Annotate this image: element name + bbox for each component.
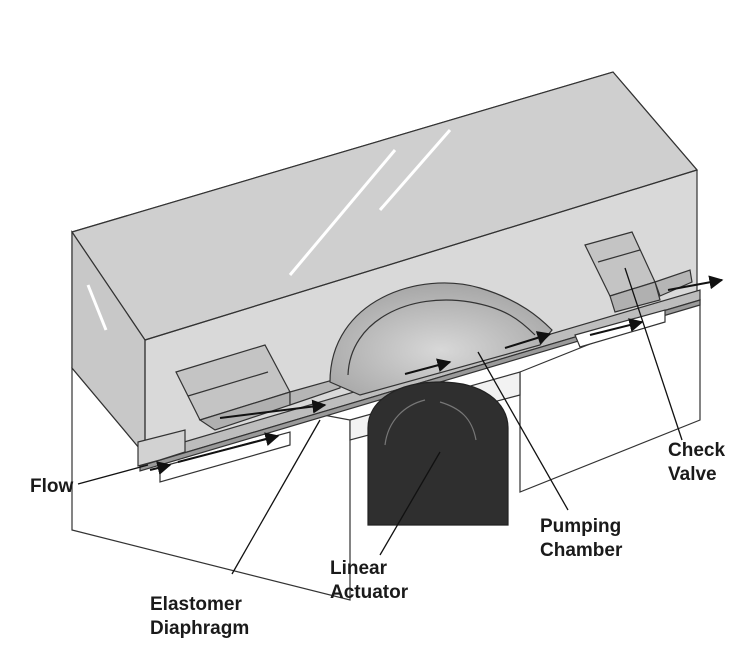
- right-valve-pocket: [584, 231, 693, 313]
- label-check-line2: Valve: [668, 464, 717, 485]
- leader-check: [624, 267, 683, 441]
- label-actuator-line2: Actuator: [330, 582, 409, 603]
- label-check-line1: Check: [668, 440, 725, 461]
- leader-flow: [77, 464, 149, 485]
- leader-actuator: [379, 451, 441, 556]
- leader-lines: [77, 267, 683, 575]
- flow-arrow: [177, 432, 280, 463]
- glare-line: [288, 149, 397, 276]
- flow-arrow: [219, 399, 327, 419]
- leader-elastomer: [231, 419, 321, 575]
- left-valve-pocket: [175, 344, 341, 431]
- label-flow: Flow: [30, 476, 73, 497]
- label-pumping-line2: Chamber: [540, 540, 623, 561]
- glare-line: [86, 284, 108, 331]
- pumping-chamber-dome: [329, 282, 553, 396]
- flow-arrow: [589, 318, 644, 336]
- label-pumping-line1: Pumping: [540, 516, 621, 537]
- housing-edge: [144, 169, 698, 341]
- flow-arrow: [149, 461, 172, 475]
- leader-pumping: [477, 351, 569, 511]
- flow-arrow: [504, 331, 552, 349]
- glare-line: [378, 129, 452, 211]
- flow-arrows: [149, 275, 724, 475]
- outlet-arrow: [667, 275, 724, 291]
- label-actuator-line1: Linear: [330, 558, 388, 579]
- label-elastomer-line1: Elastomer: [150, 594, 242, 615]
- linear-actuator: [367, 381, 509, 526]
- label-elastomer-line2: Diaphragm: [150, 618, 249, 639]
- flow-arrow: [404, 358, 452, 375]
